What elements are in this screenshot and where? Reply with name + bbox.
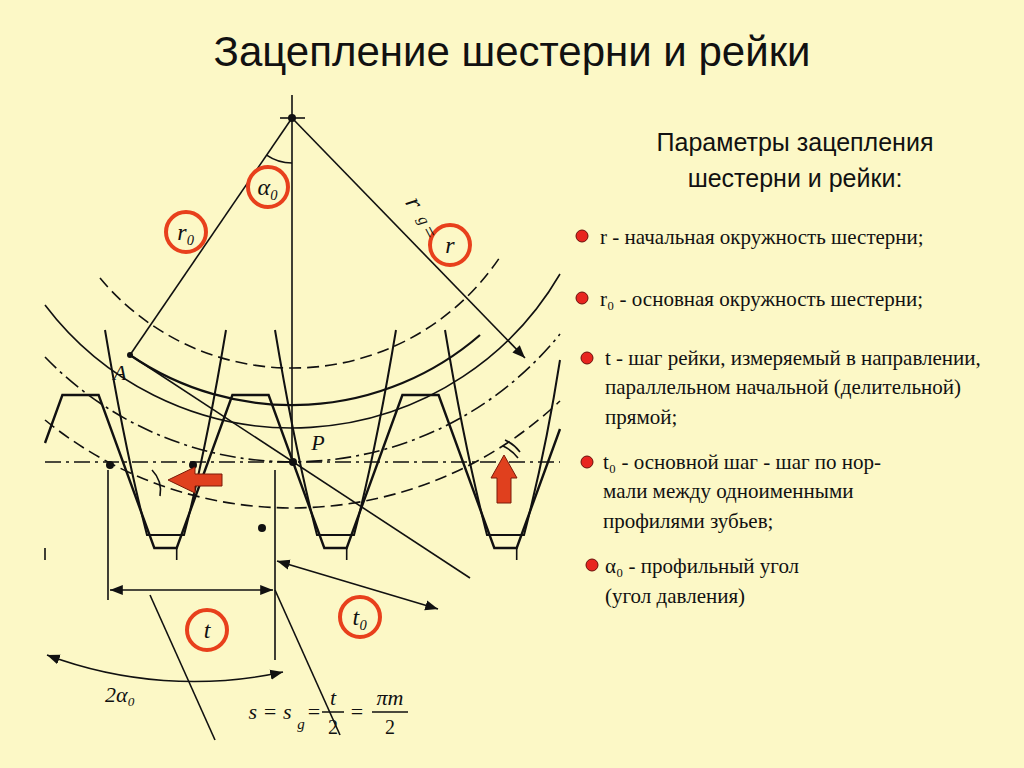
parameter-note: r - начальная окружность шестерни; [600,222,935,252]
formula-part: s = s [249,700,292,724]
point-label: A [113,361,126,385]
angle-dimension [47,655,283,682]
point [127,352,133,358]
addendum-circle [100,257,500,368]
diagram-title: Зацепление шестерни и рейки [0,28,1024,76]
bullet-dot [576,230,588,242]
angle-label: 2α₀ [105,683,135,707]
radius-symbol: r [399,192,429,214]
gear-tooth [445,330,560,535]
symbol-text: α₀ [258,175,279,199]
circled-symbol: r₀ [164,210,208,254]
parameter-note: r₀ - основная окружность шестерни; [600,284,935,314]
symbol-text: r₀ [177,220,195,244]
circled-symbol: t [185,608,229,652]
bullet-dot [581,352,593,364]
extension-line [108,470,275,660]
formula-part: = [308,700,320,724]
angle-mark [152,470,160,496]
point [258,524,266,532]
fraction-bar [322,711,408,712]
formula-part: 2 [385,716,395,738]
bullet-dot [576,292,588,304]
formula-part: = [351,700,363,724]
point-label: P [311,431,324,455]
panel-heading: Параметры зацепления шестерни и рейки: [625,124,965,197]
circled-symbol: t₀ [338,595,382,639]
pitch-circle [45,334,560,462]
gear-tooth [105,330,226,535]
base-radius-line [130,118,292,355]
motion-arrow [491,455,517,503]
symbol-text: t [204,618,211,642]
rack-body [45,548,517,560]
pitch-dimension [110,589,273,591]
pitch-point [289,458,297,466]
center-point [288,114,296,122]
angle-mark [503,440,520,458]
formula-part: 2 [328,716,338,738]
parameter-note: t - шаг рейки, измеряемый в направлении,… [605,344,1015,432]
circled-symbol: α₀ [246,165,290,209]
parameter-note: α₀ - профильный угол (угол давления) [605,551,825,612]
angle-arc [267,155,292,163]
symbol-text: r [445,233,454,257]
formula-part: t [330,686,336,710]
symbol-text: t₀ [352,605,367,629]
point [106,461,114,469]
formula-part: πm [377,686,404,710]
outer-circle [45,401,560,508]
parameter-note: t₀ - основной шаг - шаг по нор- мали меж… [603,448,923,536]
bullet-dot [581,456,593,468]
bullet-dot [586,559,598,571]
formula-subscript: g [297,716,305,733]
motion-arrow [168,467,222,493]
gear-tooth [275,330,396,535]
pitch-radius-line [292,118,525,358]
